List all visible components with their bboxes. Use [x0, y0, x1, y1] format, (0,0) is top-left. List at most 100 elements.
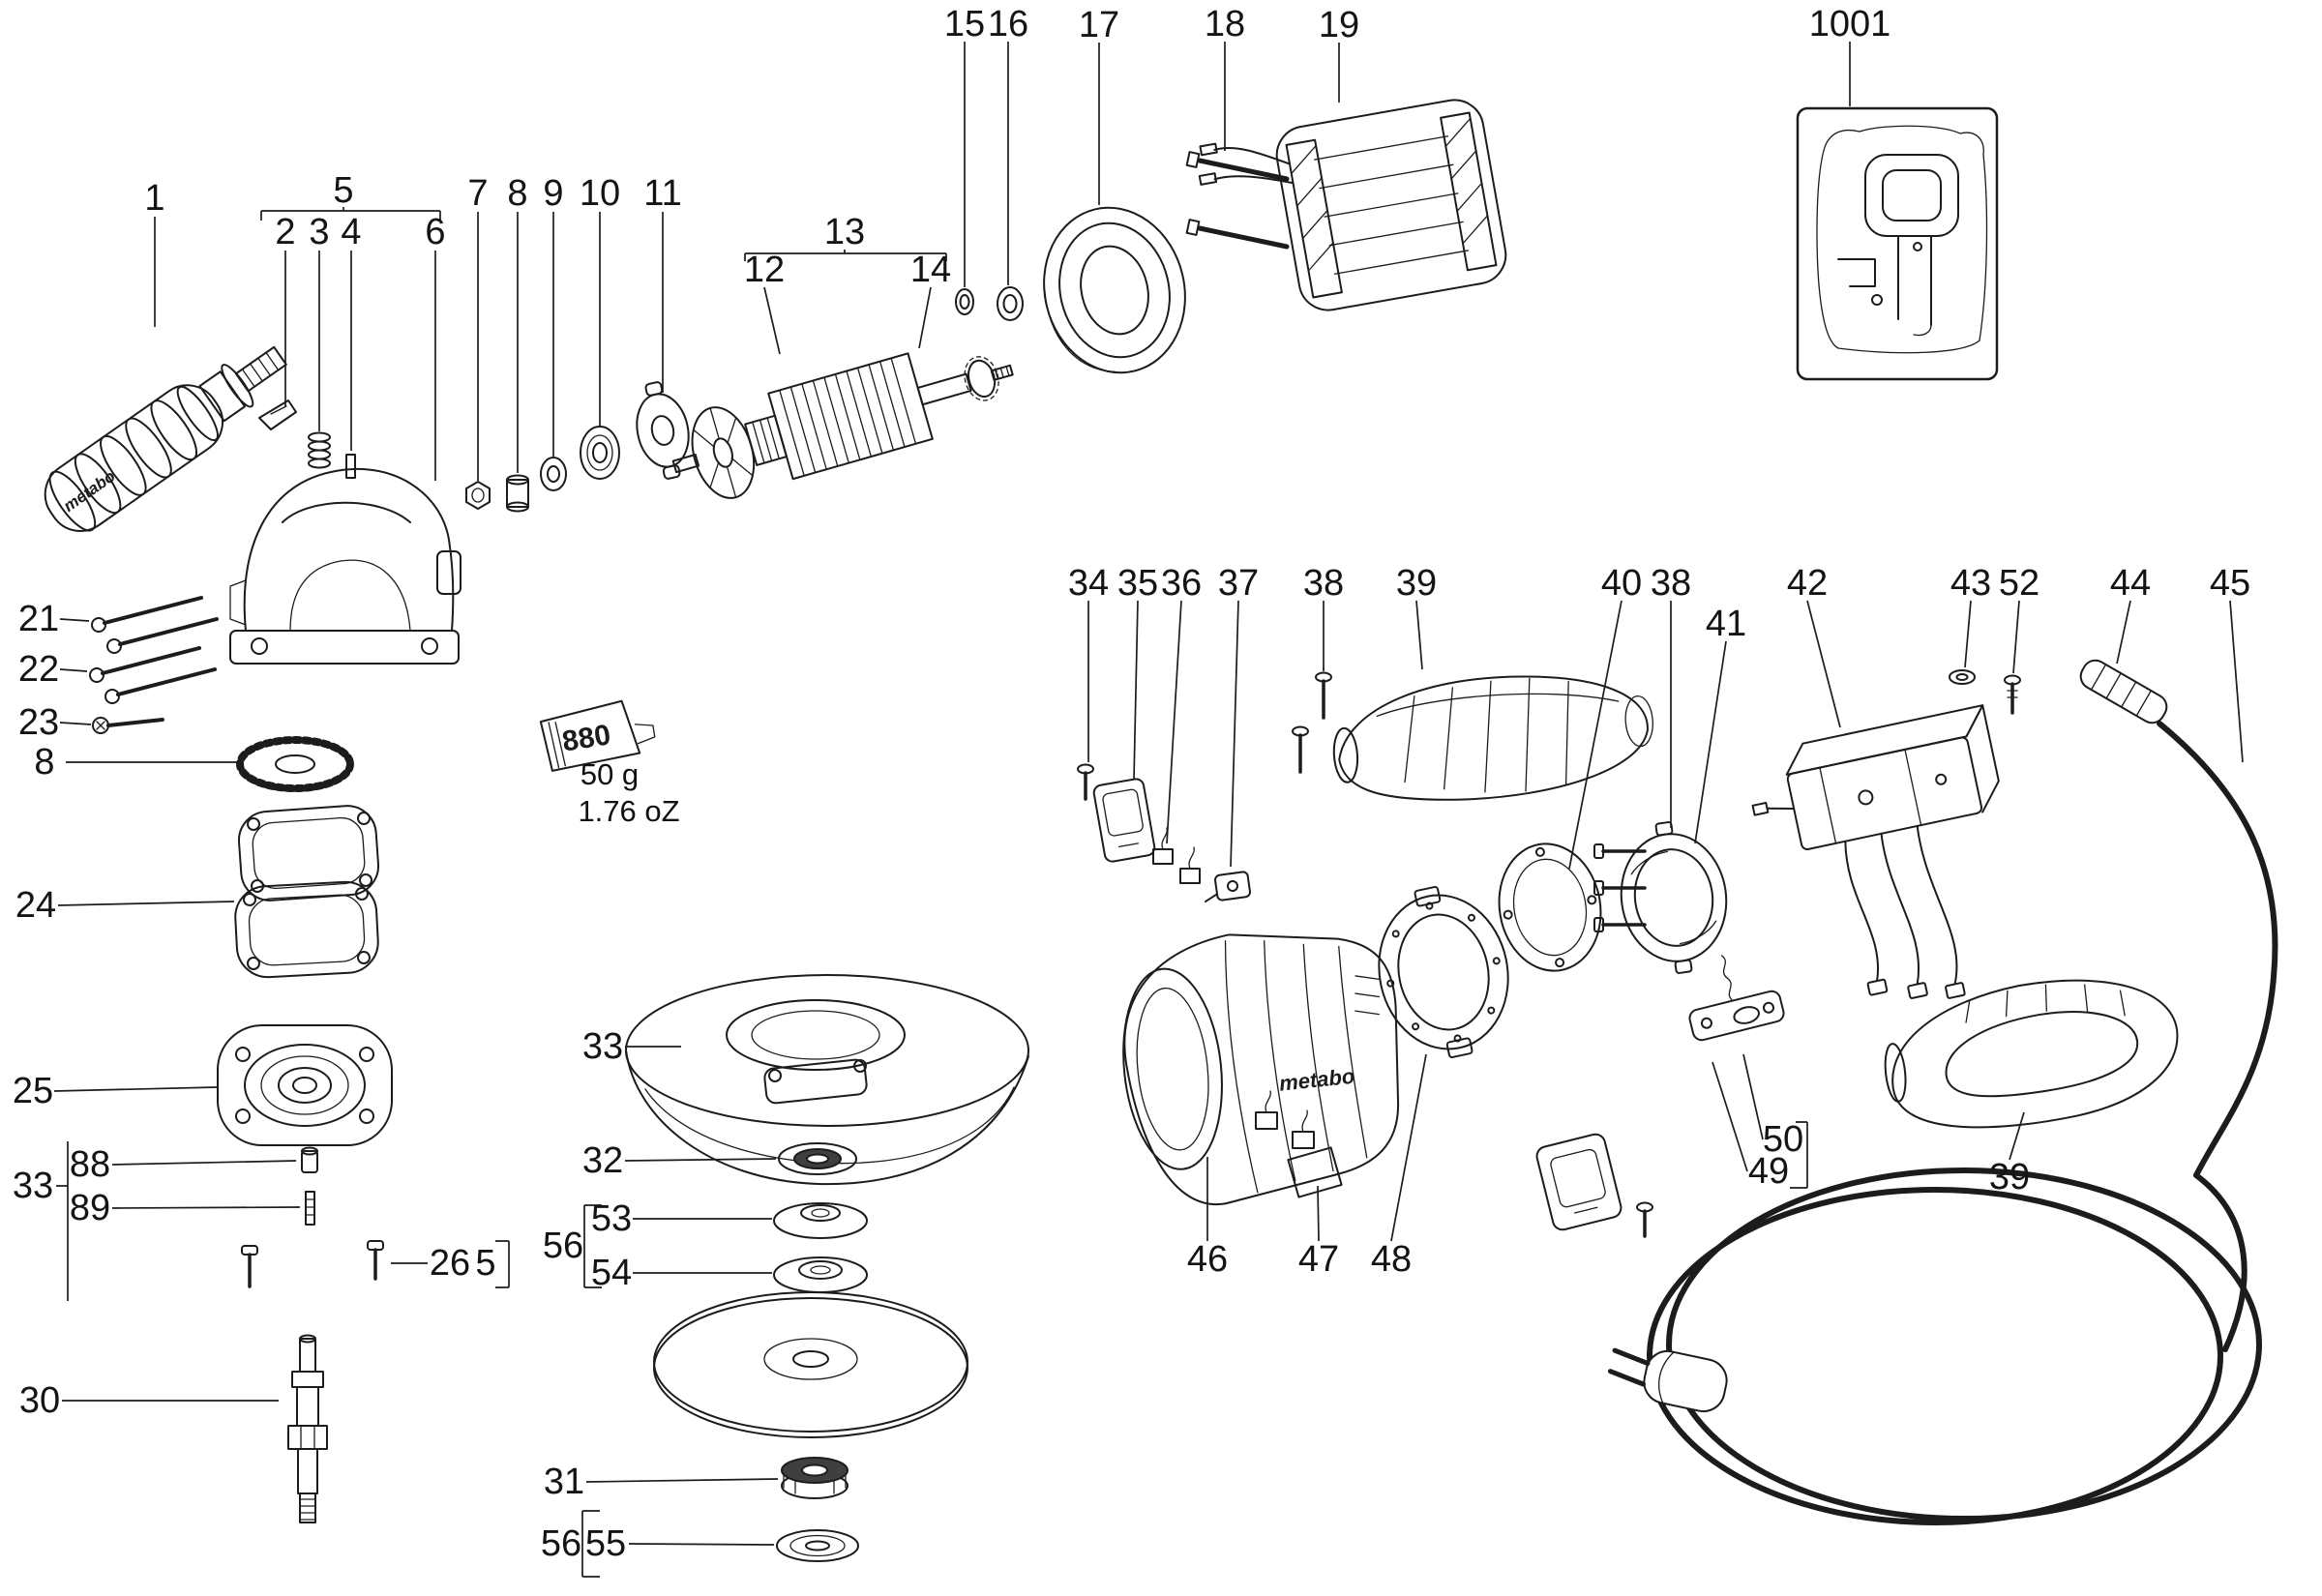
part-callout-2: 2: [275, 212, 296, 252]
part-washer-43: [1949, 669, 1976, 685]
part-clamp-nut-31: [781, 1457, 848, 1499]
part-nut-7: [465, 481, 491, 510]
part-gaskets-24: [234, 805, 380, 979]
part-screw-52: [2004, 674, 2021, 715]
part-grinding-disc: [653, 1291, 968, 1438]
part-lock-lever-49-50: [1688, 955, 1785, 1042]
part-screws-38: [1292, 671, 1332, 774]
part-wheel-guard: [625, 974, 1029, 1186]
part-electronics-42: [1751, 704, 2000, 999]
part-callout-55: 55: [584, 1523, 627, 1564]
part-callout-3: 3: [309, 212, 330, 252]
part-callout-48: 48: [1370, 1239, 1413, 1280]
part-callout-54: 54: [590, 1253, 633, 1293]
part-callout-39: 39: [1988, 1157, 2031, 1197]
part-switch-37: [1204, 871, 1251, 903]
part-spring-3: [308, 431, 331, 469]
part-callout-1: 1: [144, 178, 165, 219]
part-callout-37: 37: [1217, 563, 1260, 604]
part-spindle-30: [287, 1334, 328, 1523]
part-crown-gear: [236, 736, 354, 792]
part-callout-45: 45: [2209, 563, 2251, 604]
part-washer-9: [540, 457, 567, 491]
inset-wiring-diagram: [1796, 106, 1999, 381]
part-brush-36: [1152, 827, 1201, 884]
grease-weight-grams: 50 g: [580, 757, 639, 791]
part-callout-9: 9: [543, 173, 564, 214]
part-callout-22: 22: [17, 649, 60, 690]
part-callout-11: 11: [643, 173, 682, 214]
part-screws-22: [89, 646, 217, 704]
part-callout-23: 23: [17, 702, 60, 743]
part-callout-42: 42: [1786, 563, 1829, 604]
part-callout-5: 5: [475, 1243, 496, 1284]
part-screws-21: [91, 596, 219, 654]
part-baffle-41: [1620, 821, 1728, 974]
part-callout-41: 41: [1705, 604, 1747, 644]
part-callout-52: 52: [1998, 563, 2040, 604]
part-callout-89: 89: [69, 1188, 111, 1228]
part-brush-plate-48: [1378, 885, 1509, 1059]
part-screw-23: [92, 717, 164, 734]
part-bearing-32: [778, 1142, 857, 1175]
part-callout-8: 8: [507, 173, 528, 214]
part-screw-34: [1077, 763, 1094, 801]
part-callout-35: 35: [1116, 563, 1159, 604]
part-callout-4: 4: [341, 212, 362, 252]
part-callout-32: 32: [581, 1140, 624, 1181]
part-callout-44: 44: [2109, 563, 2152, 604]
part-callout-50: 50: [1762, 1119, 1804, 1160]
part-callout-36: 36: [1160, 563, 1203, 604]
part-callout-33: 33: [581, 1026, 624, 1067]
part-callout-31: 31: [543, 1462, 585, 1502]
part-cable-44-45: [1647, 659, 2278, 1525]
part-stator-19: [1198, 99, 1507, 311]
part-bushing-8: [506, 474, 529, 513]
part-callout-39: 39: [1395, 563, 1438, 604]
part-callout-15: 15: [943, 4, 986, 44]
part-handle-shell-top: [1332, 675, 1653, 801]
leader-lines: [53, 42, 2244, 1578]
part-bushing-88: [301, 1146, 318, 1173]
part-callout-18: 18: [1204, 4, 1246, 44]
part-ring-15: [955, 288, 974, 315]
part-callout-17: 17: [1078, 5, 1120, 45]
part-screw-cover: [1636, 1201, 1653, 1238]
part-callout-88: 88: [69, 1144, 111, 1185]
part-pin-89: [305, 1191, 315, 1226]
part-callout-40: 40: [1600, 563, 1643, 604]
part-cover-35: [1092, 778, 1156, 863]
part-callout-47: 47: [1297, 1239, 1340, 1280]
part-flange-53: [773, 1202, 868, 1239]
part-screws-26: [241, 1240, 384, 1288]
part-grease-tube: 880: [539, 699, 656, 772]
part-callout-49: 49: [1747, 1151, 1790, 1192]
part-brush-cover: [1535, 1133, 1622, 1231]
part-callout-12: 12: [743, 250, 786, 290]
part-callout-38: 38: [1650, 563, 1692, 604]
part-callout-30: 30: [18, 1380, 61, 1421]
part-callout-14: 14: [909, 250, 952, 290]
part-callout-25: 25: [12, 1071, 54, 1111]
grease-number-text: 880: [560, 719, 613, 757]
part-callout-19: 19: [1318, 5, 1360, 45]
part-screws-18: [1185, 151, 1290, 250]
part-handle-shell-rear: [1884, 979, 2179, 1129]
part-flange-55: [776, 1529, 859, 1562]
part-callout-43: 43: [1950, 563, 1992, 604]
part-callout-21: 21: [17, 599, 60, 639]
part-sticker-47: [1287, 1146, 1343, 1198]
part-ring-16: [997, 286, 1024, 321]
part-callout-53: 53: [590, 1198, 633, 1239]
part-callout-10: 10: [579, 173, 621, 214]
part-screws-housing: [1593, 843, 1647, 932]
part-callout-1001: 1001: [1808, 4, 1891, 44]
part-bearing-flange-25: [217, 1024, 393, 1146]
part-brushes-47: [1255, 1090, 1315, 1149]
part-gasket-40: [1498, 842, 1602, 972]
part-callout-13: 13: [823, 212, 866, 252]
